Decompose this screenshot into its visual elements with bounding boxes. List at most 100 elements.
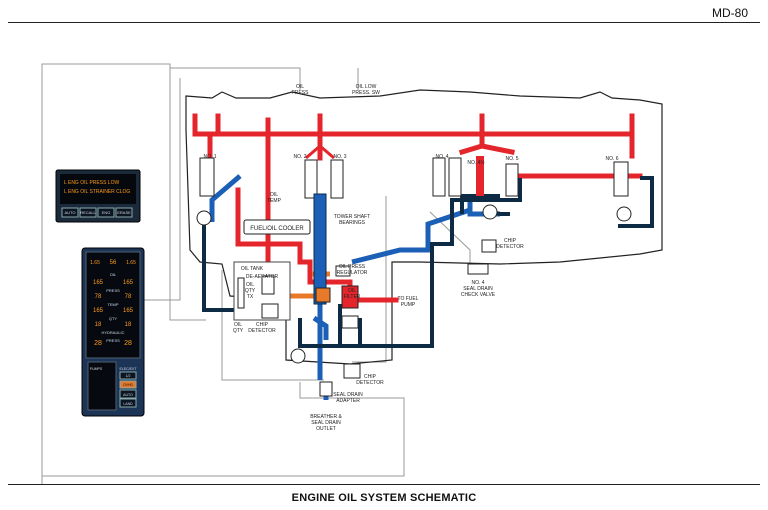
engine-display-values: 1.65 56 1.65 OIL 165 165 PRESS 78 78 TEM… <box>90 260 136 347</box>
hydraulic-label: HYDRAULIC <box>101 330 124 335</box>
label-chip-left-1: CHIP <box>256 322 269 328</box>
pump-no6 <box>616 206 632 222</box>
pressure-lines <box>192 113 643 303</box>
label-breather-1: BREATHER & <box>310 414 342 420</box>
sump-no2 <box>304 159 318 199</box>
page-title: ENGINE OIL SYSTEM SCHEMATIC <box>291 492 477 504</box>
label-oil-qty-tx-1: OIL <box>246 282 254 288</box>
outline-wire-1 <box>41 63 206 484</box>
label-seal-drain-1: SEAL DRAIN <box>333 392 363 398</box>
pressure-cooler-loop <box>235 187 303 265</box>
label-no5: NO. 5 <box>505 156 518 162</box>
side-button-12[interactable] <box>119 371 137 380</box>
label-oil-qty-tx-2: QTY <box>245 288 256 294</box>
label-oil-temp-2: TEMP <box>267 198 282 204</box>
label-fuel-oil-cooler: FUEL/OIL COOLER <box>250 226 304 232</box>
hydraulic-right: 28 <box>124 340 132 347</box>
side-button-ovhd[interactable] <box>119 380 137 389</box>
annunciator-button-recall-label: RECALL <box>80 210 96 215</box>
label-regulator-2: REGULATOR <box>337 270 368 276</box>
label-oil-tank: OIL TANK <box>241 266 264 272</box>
engine-display-screen <box>85 251 141 359</box>
sump-no3 <box>330 159 344 199</box>
annunciator-screen <box>60 174 136 204</box>
label-no4-seal-3: CHECK VALVE <box>461 292 496 298</box>
annunciator-button-auto-label: AUTO <box>64 210 75 215</box>
oil-filter <box>341 285 359 309</box>
label-no4-seal-2: SEAL DRAIN <box>463 286 493 292</box>
label-chip-bottom-2: DETECTOR <box>356 380 384 386</box>
side-button-auto[interactable] <box>119 389 137 399</box>
label-no4: NO. 4 <box>435 154 448 160</box>
row-temp-label: TEMP <box>107 302 118 307</box>
label-to-fuel-pump-1: TO FUEL <box>397 296 418 302</box>
hydraulic-gauge <box>87 361 117 411</box>
row-qty-left: 18 <box>95 322 102 328</box>
annunciator-buttons: AUTO RECALL ENG ERASE <box>61 207 133 218</box>
seal-drain-check-valve <box>467 263 489 275</box>
label-tower-shaft-1: TOWER SHAFT <box>334 214 370 220</box>
label-no4-seal-1: NO. 4 <box>471 280 484 286</box>
annunciator-button-eng[interactable] <box>97 207 115 218</box>
outline-wire-5 <box>42 382 405 477</box>
bearing-sumps <box>199 156 629 199</box>
filter-bypass <box>341 315 359 329</box>
side-button-auto-label: AUTO <box>123 393 133 397</box>
oil-press-regulator <box>335 265 351 277</box>
jet-no2-3 <box>305 144 335 160</box>
annunciator-panel: L ENG OIL PRESS LOW L ENG OIL STRAINER C… <box>55 169 141 223</box>
label-breather-2: SEAL DRAIN <box>311 420 341 426</box>
return-no6 <box>618 176 654 228</box>
pressure-header <box>192 113 635 137</box>
row-qty-label: QTY <box>109 316 118 321</box>
side-button-ovhd-label: OVHD <box>123 383 134 387</box>
chip-detector-bottom-box <box>343 363 361 379</box>
label-chip-left-2: DETECTOR <box>248 328 276 334</box>
sump-no6 <box>613 161 629 197</box>
row-press-label: PRESS <box>106 288 120 293</box>
label-oil-temp-1: OIL <box>270 192 278 198</box>
side-button-land[interactable] <box>119 398 137 408</box>
pressure-jets <box>305 144 335 160</box>
label-seal-drain-2: ADAPTER <box>336 398 360 404</box>
footer-rule <box>8 484 760 485</box>
label-oil-low-2: PRESS. SW <box>352 90 380 96</box>
annunciator-button-auto[interactable] <box>61 207 79 218</box>
label-oil-qty-1: OIL <box>234 322 242 328</box>
label-chip-right-1: CHIP <box>504 238 517 244</box>
outline-wire-4 <box>140 78 181 301</box>
annunciator-line-2: L ENG OIL STRAINER CLOG <box>64 189 130 195</box>
row-temp-right: 165 <box>123 308 134 314</box>
pressure-no45 <box>458 143 515 156</box>
scavenge-no1 <box>209 174 242 222</box>
label-no1: NO. 1 <box>203 154 216 160</box>
label-no3: NO. 3 <box>333 154 346 160</box>
engine-display-side-buttons: PUMPS ELEC/EXT 1/2 OVHD AUTO LAND <box>90 367 137 408</box>
scavenge-mid <box>351 207 471 265</box>
label-oil-qty-2: QTY <box>233 328 244 334</box>
annunciator-button-recall[interactable] <box>79 207 97 218</box>
epr-mid: 56 <box>110 260 117 266</box>
row-oil-label: OIL <box>110 272 117 277</box>
annunciator-button-erase[interactable] <box>115 207 133 218</box>
row-press-left: 78 <box>95 294 102 300</box>
label-no2: NO. 2 <box>293 154 306 160</box>
epr-right: 1.65 <box>126 260 136 266</box>
chip-detector-left-box <box>261 303 279 319</box>
row-oil-left: 165 <box>93 280 104 286</box>
aircraft-model: MD-80 <box>711 6 748 20</box>
label-regulator-1: OIL PRESS <box>339 264 366 270</box>
scavenge-pump-in <box>312 315 329 340</box>
pump-no4 <box>482 204 498 220</box>
label-oil-press-1: OIL <box>296 84 304 90</box>
return-main <box>298 178 522 348</box>
row-temp-left: 165 <box>93 308 104 314</box>
label-no45: NO. 4½ <box>467 159 485 166</box>
engine-display-panel: 1.65 56 1.65 OIL 165 165 PRESS 78 78 TEM… <box>81 247 145 417</box>
label-oil-filter-2: FILTER <box>344 294 361 300</box>
outline-wire-2 <box>170 67 301 90</box>
diagram-labels: OIL PRESS OIL LOW PRESS. SW NO. 1 NO. 2 … <box>203 84 618 432</box>
scavenge-pumps <box>196 204 632 364</box>
label-chip-bottom-1: CHIP <box>364 374 377 380</box>
